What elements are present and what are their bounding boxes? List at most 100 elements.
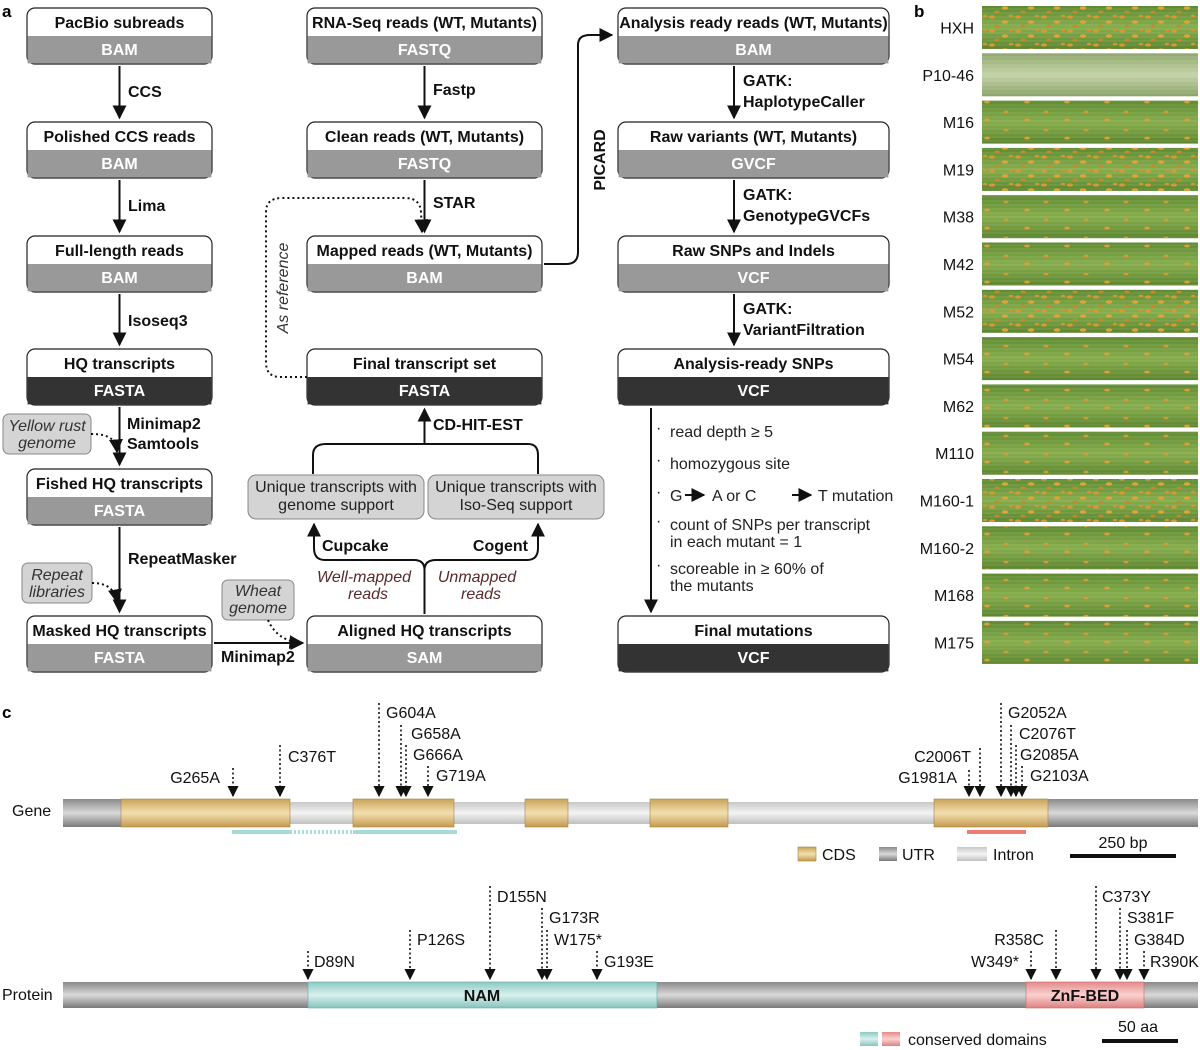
node-format: BAM xyxy=(101,156,137,173)
svg-text:VCF: VCF xyxy=(738,650,770,667)
svg-text:G666A: G666A xyxy=(413,747,463,764)
criterion-homozygous: homozygous site xyxy=(670,456,790,473)
rust-pustules xyxy=(982,384,1198,428)
svg-text:Aligned HQ transcripts: Aligned HQ transcripts xyxy=(337,623,511,640)
tool-picard: PICARD xyxy=(592,129,609,190)
criterion-count-snps: count of SNPs per transcript xyxy=(670,517,871,534)
tool-gatk-2: GATK: xyxy=(743,187,792,204)
rust-pustules xyxy=(982,479,1198,522)
svg-text:NAM: NAM xyxy=(464,988,500,1005)
tool-gatk-1: GATK: xyxy=(743,73,792,90)
protein-mutation-markers: D89N P126S D155N G173R W175* G193E R358C… xyxy=(302,886,1199,981)
node-polished-ccs: Polished CCS reads BAM xyxy=(26,121,213,179)
leaf-label: M175 xyxy=(934,635,974,652)
rust-pustules xyxy=(982,573,1198,617)
tool-isoseq3: Isoseq3 xyxy=(128,313,188,330)
node-title: Fished HQ transcripts xyxy=(36,476,203,493)
gene-exon-4 xyxy=(649,798,729,828)
svg-text:G193E: G193E xyxy=(604,954,654,971)
arrow-cogent xyxy=(423,522,545,571)
arrow-cupcake xyxy=(307,522,426,614)
svg-text:Intron: Intron xyxy=(993,847,1034,864)
svg-text:in each mutant = 1: in each mutant = 1 xyxy=(670,534,802,551)
svg-text:FASTQ: FASTQ xyxy=(398,156,451,173)
legend-cds-swatch xyxy=(797,846,817,862)
svg-text:Analysis-ready SNPs: Analysis-ready SNPs xyxy=(673,356,833,373)
svg-text:G719A: G719A xyxy=(436,768,486,785)
gene-exon-5 xyxy=(933,798,1049,828)
node-clean-reads: Clean reads (WT, Mutants) FASTQ xyxy=(306,121,543,179)
svg-text:reads: reads xyxy=(348,586,388,603)
svg-text:G604A: G604A xyxy=(386,705,436,722)
rust-pustules xyxy=(982,242,1198,286)
criterion-mutation-a-or-c: A or C xyxy=(712,488,756,505)
tool-repeatmasker: RepeatMasker xyxy=(128,551,237,568)
svg-text:GVCF: GVCF xyxy=(731,156,776,173)
unique-genome-box: Unique transcripts with genome support xyxy=(247,474,425,520)
node-fished-hq: Fished HQ transcripts FASTA xyxy=(26,468,213,526)
node-title: Polished CCS reads xyxy=(43,129,195,146)
node-analysis-ready-snps: Analysis-ready SNPs VCF xyxy=(617,348,890,406)
leaf-label: M42 xyxy=(943,257,974,274)
leaf-label: M54 xyxy=(943,352,974,369)
domain-znf-bed xyxy=(1025,981,1145,1009)
svg-text:Raw SNPs and Indels: Raw SNPs and Indels xyxy=(672,243,835,260)
svg-text:R390K: R390K xyxy=(1150,954,1199,971)
svg-text:genome: genome xyxy=(229,600,287,617)
node-format: FASTA xyxy=(94,503,146,520)
protein-legend: conserved domains 50 aa xyxy=(860,1019,1178,1049)
tool-cupcake: Cupcake xyxy=(322,538,389,555)
svg-text:SAM: SAM xyxy=(407,650,443,667)
svg-text:D155N: D155N xyxy=(497,889,547,906)
tool-haplotypecaller: HaplotypeCaller xyxy=(743,94,865,111)
tool-cogent: Cogent xyxy=(473,538,529,555)
domain-nam xyxy=(307,981,658,1009)
rust-pustules xyxy=(982,526,1198,570)
svg-text:Unique transcripts with: Unique transcripts with xyxy=(435,479,597,496)
legend-znf-swatch xyxy=(882,1032,900,1046)
node-masked-hq: Masked HQ transcripts FASTA xyxy=(26,615,213,673)
tool-samtools: Samtools xyxy=(127,436,199,453)
svg-text:G658A: G658A xyxy=(411,726,461,743)
panel-label-c: c xyxy=(2,703,11,722)
tool-fastp: Fastp xyxy=(433,82,476,99)
label-as-reference: As reference xyxy=(275,243,292,335)
svg-text:G2103A: G2103A xyxy=(1030,768,1089,785)
criterion-mutation-g: G xyxy=(670,488,682,505)
svg-text:Unique transcripts with: Unique transcripts with xyxy=(255,479,417,496)
svg-text:G2085A: G2085A xyxy=(1020,747,1079,764)
svg-text:Raw variants (WT, Mutants): Raw variants (WT, Mutants) xyxy=(650,129,857,146)
leaf-label: M19 xyxy=(943,162,974,179)
svg-text:Clean reads (WT, Mutants): Clean reads (WT, Mutants) xyxy=(325,129,524,146)
rust-pustules xyxy=(982,431,1198,475)
node-title: Full-length reads xyxy=(55,243,184,260)
wheat-genome-box: Wheat genome xyxy=(221,579,295,621)
legend-nam-swatch xyxy=(860,1032,878,1046)
criterion-scoreable: scoreable in ≥ 60% of xyxy=(670,561,824,578)
svg-text:C373Y: C373Y xyxy=(1102,889,1151,906)
rust-pustules xyxy=(982,195,1198,239)
gene-mutation-markers: G265A C376T G604A G658A G666A G719A C200… xyxy=(170,703,1089,798)
svg-text:G2052A: G2052A xyxy=(1008,705,1067,722)
svg-text:·: · xyxy=(656,557,661,574)
svg-text:D89N: D89N xyxy=(314,954,355,971)
svg-text:Final transcript set: Final transcript set xyxy=(353,356,497,373)
svg-text:genome: genome xyxy=(18,435,76,452)
rust-pustules xyxy=(982,147,1198,191)
svg-text:ZnF-BED: ZnF-BED xyxy=(1051,988,1119,1005)
unique-isoseq-box: Unique transcripts with Iso-Seq support xyxy=(427,474,605,520)
gene-model xyxy=(63,798,1198,834)
tool-lima: Lima xyxy=(128,198,165,215)
svg-text:Iso-Seq support: Iso-Seq support xyxy=(460,497,574,514)
leaf-texture xyxy=(982,53,1198,97)
arrow-picard xyxy=(544,28,614,265)
rust-pustules xyxy=(982,100,1198,144)
node-full-length: Full-length reads BAM xyxy=(26,235,213,293)
protein-label: Protein xyxy=(2,987,53,1004)
svg-text:FASTA: FASTA xyxy=(399,383,451,400)
svg-text:P126S: P126S xyxy=(417,932,465,949)
leaf-label: M160-2 xyxy=(920,541,974,558)
svg-text:C2006T: C2006T xyxy=(914,749,971,766)
gene-utr-5 xyxy=(63,799,121,827)
